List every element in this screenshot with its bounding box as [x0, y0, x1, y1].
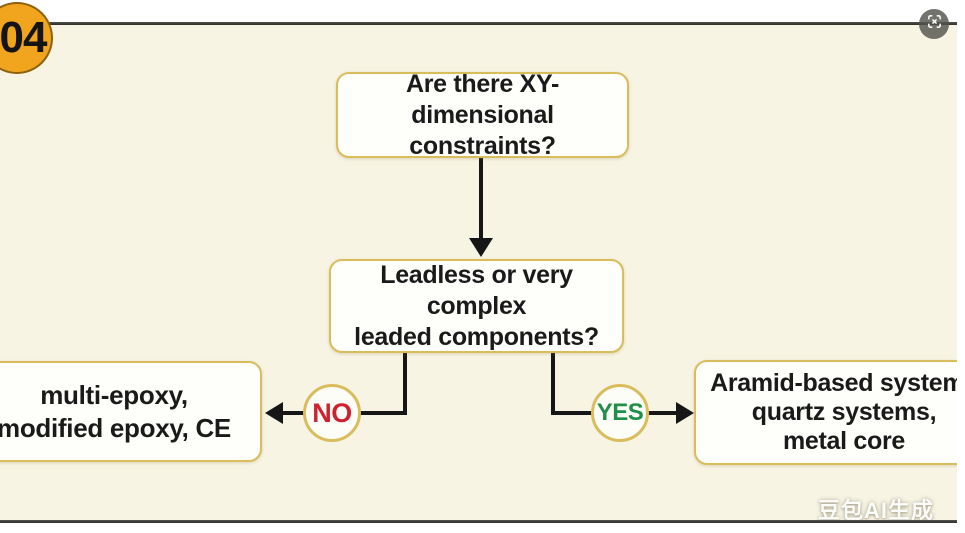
connector-q2-yes-vertical: [551, 353, 555, 413]
arrowhead-right-icon: [676, 402, 694, 424]
question-line: leaded components?: [354, 322, 599, 351]
result-line: modified epoxy, CE: [0, 412, 231, 443]
bottom-frame-line: [0, 520, 957, 523]
step-number: 04: [0, 13, 47, 62]
question-box-leadless-components: Leadless or very complex leaded componen…: [329, 259, 624, 353]
connector-q2-no-vertical: [403, 353, 407, 413]
question-line: dimensional constraints?: [409, 100, 556, 160]
branch-label-no: NO: [303, 384, 361, 442]
scan-image-button[interactable]: [919, 9, 949, 39]
no-label: NO: [312, 397, 352, 428]
result-line: metal core: [782, 427, 906, 455]
branch-label-yes: YES: [591, 384, 649, 442]
arrowhead-down-icon: [469, 238, 493, 257]
flowchart-canvas: Are there XY- dimensional constraints? L…: [0, 25, 957, 522]
arrowhead-left-icon: [265, 402, 283, 424]
connector-q1-to-q2: [479, 158, 483, 240]
result-box-no: multi-epoxy, modified epoxy, CE: [0, 361, 262, 462]
result-line: quartz systems,: [751, 398, 937, 426]
question-line: Are there XY-: [405, 69, 560, 98]
ai-watermark: 豆包AI生成: [818, 498, 935, 522]
yes-label: YES: [596, 399, 644, 426]
result-box-yes: Aramid-based systems quartz systems, met…: [694, 360, 957, 465]
result-line: multi-epoxy,: [40, 379, 188, 410]
result-line: Aramid-based systems: [710, 369, 957, 397]
question-line: Leadless or very complex: [380, 260, 573, 320]
scan-frame-icon: [926, 13, 943, 35]
top-frame-line: [0, 22, 957, 25]
question-box-xy-constraints: Are there XY- dimensional constraints?: [336, 69, 629, 160]
